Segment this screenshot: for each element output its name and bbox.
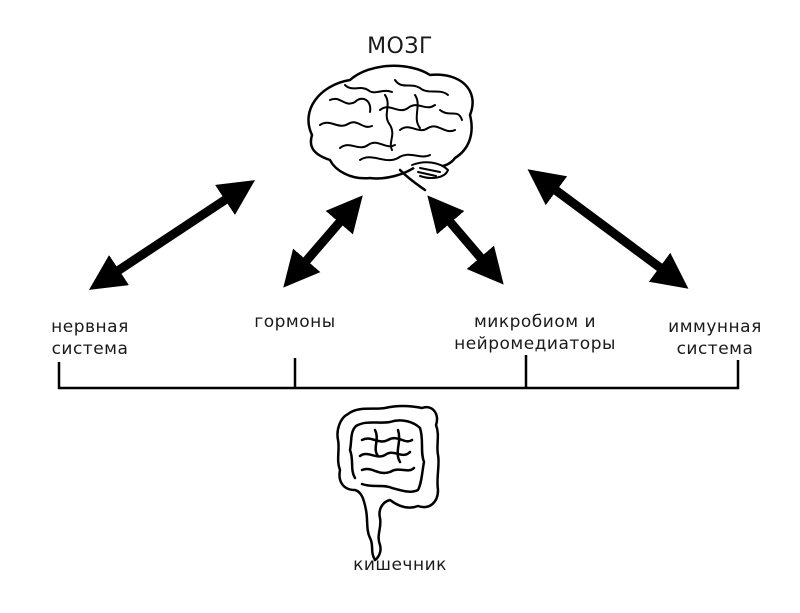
label-hormones: гормоны [225,311,365,333]
brain-title: МОЗГ [367,34,433,59]
arrows [88,169,689,290]
arrow-nervous-system [88,180,256,290]
label-line-2: нейромедиаторы [454,334,616,354]
label-nervous-system: нервная система [30,316,150,360]
intestine-label: кишечник [353,555,447,575]
arrow-microbiome [427,195,504,285]
label-line-1: иммунная [668,317,762,337]
label-line-1: микробиом и [473,312,597,332]
label-line-2: система [51,339,129,359]
arrow-hormones [283,195,363,288]
label-line-1: гормоны [254,312,336,332]
label-immune-system: иммунная система [655,316,775,360]
arrow-immune-system [527,169,689,289]
label-microbiome: микробиом и нейромедиаторы [450,311,620,355]
label-line-1: нервная [51,317,129,337]
brain-icon [307,64,474,192]
label-line-2: система [676,339,754,359]
connector-bracket [57,355,740,390]
intestine-icon [336,404,440,562]
